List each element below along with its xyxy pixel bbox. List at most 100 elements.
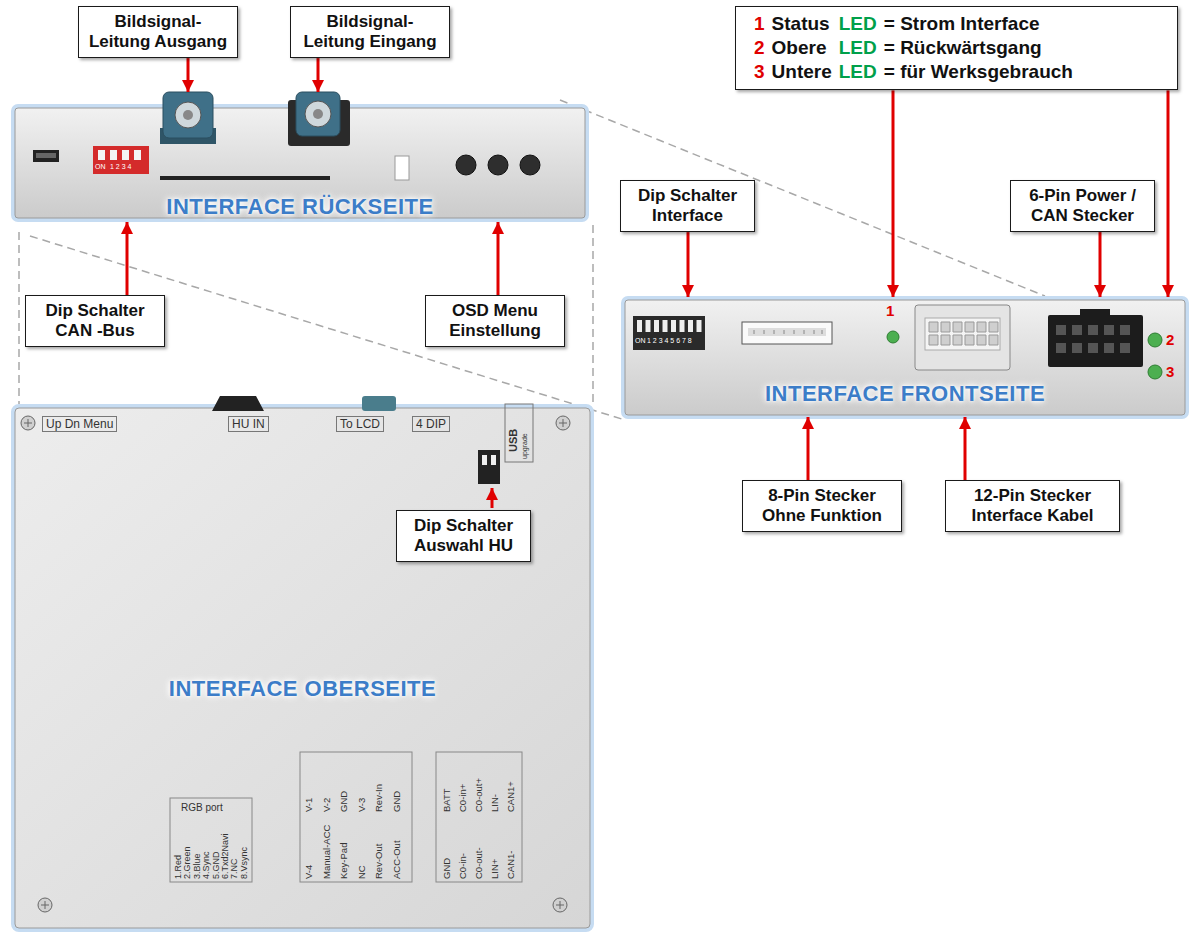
status-led xyxy=(1148,333,1162,379)
dip-switch-part xyxy=(482,455,487,465)
usb-frame xyxy=(505,404,533,462)
callout-number: 2 xyxy=(754,37,765,60)
pin-table-frame-part xyxy=(436,752,522,882)
dip-switch-part xyxy=(134,150,141,160)
pin-label: 6.Txd2Navi xyxy=(221,833,230,879)
usb-frame-part xyxy=(505,404,533,462)
port-label: upgrade xyxy=(521,433,528,459)
callout-number: 1 xyxy=(754,13,765,36)
pin-connector-part xyxy=(742,322,832,344)
pin-label: 1.Red xyxy=(174,855,183,879)
mini-usb-port-part xyxy=(33,150,59,162)
pin-label: GND xyxy=(442,858,452,879)
callout-arrow xyxy=(892,90,895,297)
osd-button xyxy=(456,155,540,175)
callout-arrow xyxy=(1099,232,1102,297)
pin-label: 4.Sync xyxy=(202,851,211,879)
pin-table-frame xyxy=(170,752,522,882)
dip-switch-part xyxy=(122,150,129,160)
switch-marking: 1 2 3 4 5 6 7 8 xyxy=(647,337,692,344)
pin-label: CAN1- xyxy=(506,850,516,879)
callout-box: 12-Pin Stecker Interface Kabel xyxy=(945,480,1120,532)
callout-number: 3 xyxy=(1166,364,1174,379)
pin-connector-part xyxy=(748,328,826,336)
port-label: USB xyxy=(508,429,519,452)
status-led-part xyxy=(1148,333,1162,347)
callout-text: Dip Schalter Interface xyxy=(628,186,747,226)
callout-arrow xyxy=(687,232,690,297)
switch-marking: ON xyxy=(95,163,106,170)
legend-text: = für Werksgebrauch xyxy=(884,61,1073,84)
callout-box: OSD Menu Einstellung xyxy=(425,295,565,347)
video-connector-part xyxy=(313,109,323,119)
guide-line-part xyxy=(560,100,1045,296)
top-housing-part xyxy=(15,408,590,928)
callout-arrow xyxy=(1167,90,1170,297)
cable-grommet-part xyxy=(362,396,396,411)
port-label: 4 DIP xyxy=(412,416,450,432)
pin-table-frame-part xyxy=(170,798,252,882)
card-slot-part xyxy=(160,176,330,180)
callout-number: 2 xyxy=(1166,332,1174,347)
device-panel: INTERFACE FRONTSEITE xyxy=(625,297,1185,417)
video-connector-part xyxy=(296,92,340,136)
pin-connector-part xyxy=(754,330,822,334)
status-led-part xyxy=(1148,365,1162,379)
video-connector-part xyxy=(183,110,193,120)
pin-label: Rev-In xyxy=(374,784,384,812)
legend-text: Obere xyxy=(772,37,832,60)
pin-table-frame-part xyxy=(300,752,412,882)
callout-box: Dip Schalter Interface xyxy=(620,180,755,232)
front-housing-part xyxy=(625,300,1185,415)
dip-switch xyxy=(93,146,149,174)
callout-text: Bildsignal- Leitung Ausgang xyxy=(86,12,230,52)
pin-connector-part xyxy=(915,305,1010,370)
pin-label: 8.Vsync xyxy=(240,847,249,879)
card-slot xyxy=(160,156,409,180)
pin-label: Key-Pad xyxy=(339,843,349,879)
mini-usb-port-part xyxy=(36,153,56,158)
callout-text: 6-Pin Power / CAN Stecker xyxy=(1018,186,1147,226)
video-connector-part xyxy=(163,92,213,138)
video-connector-part xyxy=(305,101,331,127)
callout-box: Bildsignal- Leitung Eingang xyxy=(290,6,450,58)
port-label: Up Dn Menu xyxy=(42,416,117,432)
pin-label: V-4 xyxy=(304,865,314,879)
callout-arrow xyxy=(317,58,320,92)
video-connector-part xyxy=(175,102,201,128)
callout-box: Bildsignal- Leitung Ausgang xyxy=(78,6,238,58)
switch-marking: 1 2 3 4 xyxy=(110,163,131,170)
osd-button-part xyxy=(456,155,476,175)
pin-label: V-2 xyxy=(322,798,332,812)
dip-switch-part xyxy=(478,450,500,484)
pin-label: ACC-Out xyxy=(392,840,402,879)
pin-label: C0-in- xyxy=(458,853,468,879)
led-word: LED xyxy=(839,61,877,84)
callout-box: 8-Pin Stecker Ohne Funktion xyxy=(742,480,902,532)
dip-switch-part xyxy=(491,455,496,465)
cable-grommet xyxy=(212,396,396,411)
power-connector-part xyxy=(1056,325,1130,353)
callout-arrow xyxy=(126,222,129,295)
callout-text: Dip Schalter Auswahl HU xyxy=(404,516,523,556)
callout-number: 3 xyxy=(754,61,765,84)
pin-label: CAN1+ xyxy=(506,781,516,812)
device-panel: INTERFACE OBERSEITEDip Schalter Auswahl … xyxy=(15,400,590,930)
screw-part xyxy=(24,419,567,909)
dip-switch-part xyxy=(98,150,105,160)
screw xyxy=(21,416,570,912)
front-housing-part xyxy=(625,300,1185,415)
pin-label: 3.Blue xyxy=(193,853,202,879)
dip-switch xyxy=(478,450,500,484)
callout-arrow xyxy=(964,417,967,480)
led-word: LED xyxy=(839,13,877,36)
pin-connector xyxy=(915,305,1010,370)
guide-line-part xyxy=(18,232,20,404)
callout-number: 1 xyxy=(886,303,894,318)
table-heading: RGB port xyxy=(181,803,223,813)
port-label: To LCD xyxy=(336,416,384,432)
dip-switch-part xyxy=(110,150,117,160)
callout-text: OSD Menu Einstellung xyxy=(433,301,557,341)
